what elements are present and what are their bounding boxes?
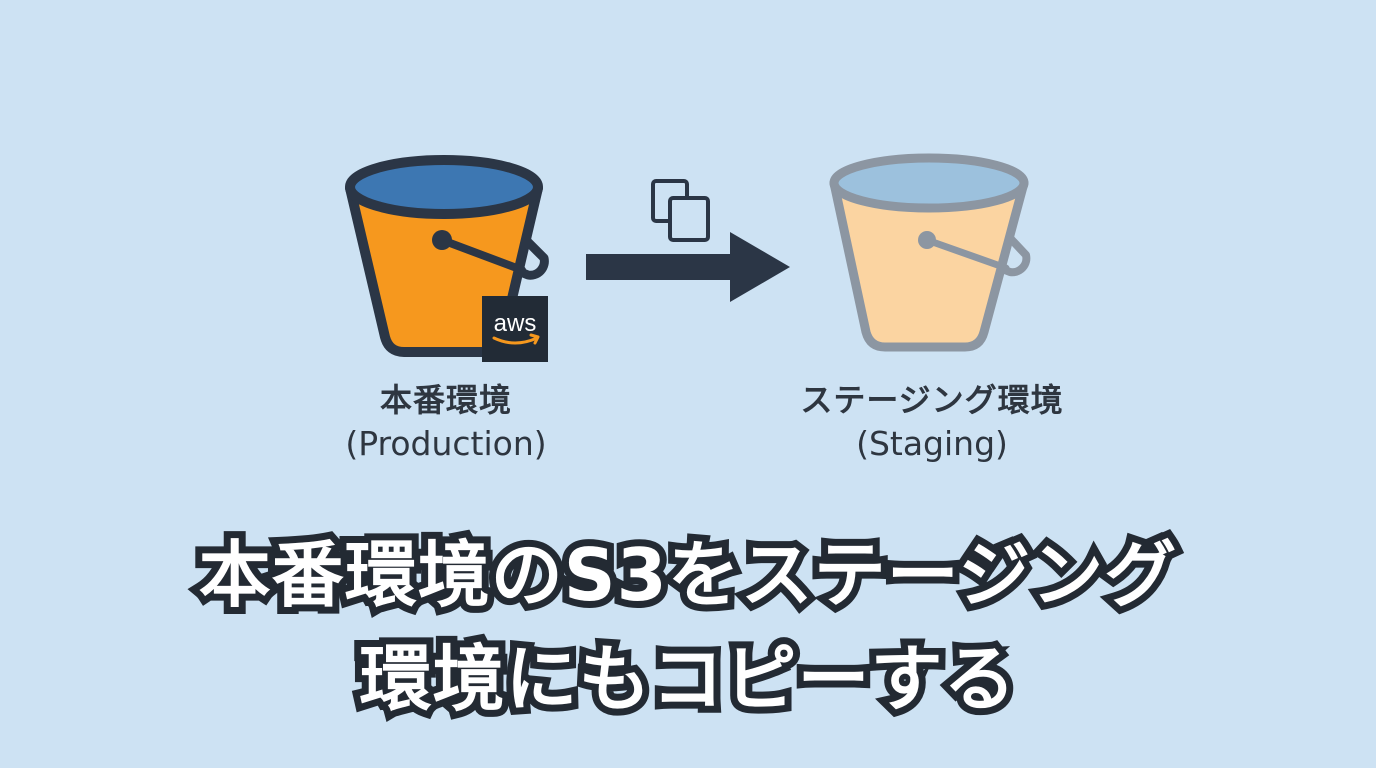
production-bucket-water (345, 155, 543, 219)
staging-bucket-handle-pivot (918, 231, 936, 249)
staging-label: ステージング環境 (Staging) (732, 380, 1132, 468)
staging-bucket-body (829, 178, 1029, 352)
production-label: 本番環境 (Production) (246, 380, 646, 468)
copy-icon (651, 179, 710, 242)
aws-logo-text: aws (494, 310, 537, 337)
staging-bucket-water (829, 153, 1029, 213)
aws-logo: aws (482, 296, 548, 362)
production-bucket-handle-pivot (432, 230, 452, 250)
caption-line-1: 本番環境のS3をステージング (192, 526, 1184, 624)
caption-line-2: 環境にもコピーする (352, 630, 1022, 728)
production-bucket-handle (437, 235, 549, 280)
production-label-en: (Production) (345, 424, 547, 463)
right-arrow-icon (586, 232, 790, 302)
staging-label-jp: ステージング環境 (800, 381, 1064, 419)
staging-label-en: (Staging) (856, 424, 1008, 463)
staging-bucket-icon (829, 153, 1031, 352)
production-label-jp: 本番環境 (379, 381, 512, 419)
staging-bucket-handle (923, 234, 1031, 277)
